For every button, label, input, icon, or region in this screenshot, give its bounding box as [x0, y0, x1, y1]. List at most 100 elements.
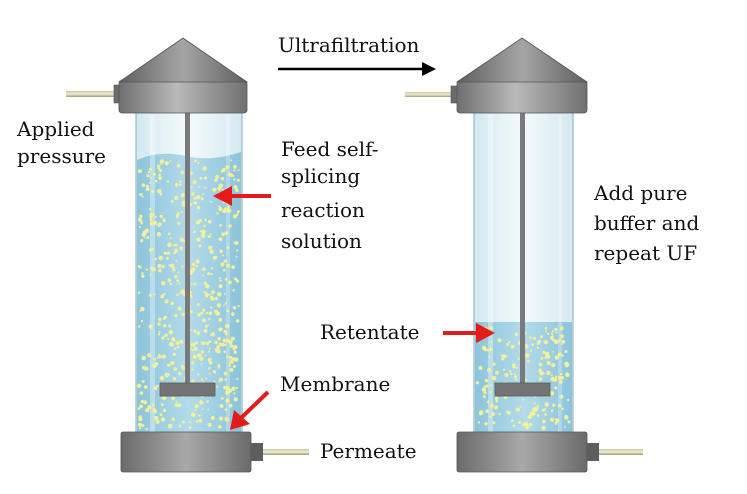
- particle: [191, 192, 195, 196]
- particle: [203, 224, 206, 228]
- particle: [181, 200, 186, 205]
- particle: [229, 359, 234, 364]
- particle: [207, 422, 212, 427]
- particle: [198, 414, 201, 417]
- particle: [487, 368, 492, 373]
- particle: [235, 188, 239, 193]
- particle: [171, 337, 176, 342]
- particle: [177, 403, 182, 408]
- permeate-label: Permeate: [320, 439, 417, 463]
- particle: [549, 417, 555, 423]
- particle: [153, 293, 156, 296]
- particle: [224, 408, 228, 411]
- particle: [174, 243, 178, 247]
- particle: [204, 324, 208, 328]
- particle: [566, 398, 570, 402]
- particle: [199, 353, 202, 357]
- particle: [193, 159, 198, 163]
- particle: [494, 370, 499, 375]
- particle: [188, 420, 192, 424]
- particle: [231, 265, 235, 269]
- particle: [513, 375, 518, 379]
- particle: [164, 372, 169, 378]
- particle: [207, 408, 210, 411]
- particle: [164, 315, 167, 319]
- particle: [218, 183, 224, 188]
- particle: [202, 274, 205, 277]
- feed-label-line1: Feed self-: [281, 137, 379, 161]
- particle: [225, 398, 230, 403]
- particle: [509, 370, 512, 373]
- particle: [479, 410, 484, 415]
- particle: [209, 249, 214, 254]
- particle: [544, 402, 549, 407]
- particle: [156, 232, 162, 237]
- particle: [561, 407, 564, 410]
- particle: [198, 418, 203, 423]
- particle: [201, 341, 206, 346]
- particle: [235, 319, 240, 323]
- particle: [138, 225, 142, 229]
- particle: [210, 306, 213, 309]
- particle: [224, 323, 230, 329]
- particle: [167, 337, 170, 340]
- particle: [176, 163, 181, 168]
- particle: [145, 184, 149, 188]
- particle: [231, 174, 235, 178]
- particle: [157, 333, 161, 336]
- particle: [538, 377, 543, 381]
- particle: [162, 335, 165, 339]
- particle: [208, 340, 212, 344]
- membrane-arrow: [230, 390, 270, 430]
- particle: [543, 407, 547, 411]
- particle: [191, 186, 193, 189]
- particle: [199, 356, 204, 361]
- particle: [564, 361, 569, 366]
- feed-label-line2: splicing: [281, 164, 361, 188]
- particle: [538, 362, 543, 367]
- particle: [167, 278, 172, 283]
- particle: [230, 336, 235, 341]
- particle: [156, 356, 159, 359]
- particle: [220, 327, 223, 330]
- pressure-inlet-tube: [66, 91, 118, 97]
- particle: [228, 388, 233, 393]
- particle: [512, 365, 516, 369]
- particle: [555, 375, 558, 378]
- particle: [190, 342, 195, 348]
- particle: [553, 339, 559, 345]
- particle: [156, 384, 159, 388]
- particle: [218, 284, 223, 289]
- particle: [226, 309, 230, 313]
- particle: [154, 257, 157, 261]
- particle: [220, 176, 225, 181]
- particle: [228, 362, 231, 365]
- feed-arrow: [213, 186, 271, 206]
- particle: [205, 311, 209, 315]
- particle: [222, 209, 227, 214]
- particle: [159, 214, 163, 219]
- membrane-label: Membrane: [280, 372, 391, 396]
- applied-pressure-label-line2: pressure: [17, 144, 107, 168]
- particle: [143, 385, 148, 389]
- particle: [212, 187, 217, 192]
- particle: [211, 267, 214, 270]
- particle: [554, 355, 559, 360]
- particle: [205, 284, 210, 289]
- particle: [141, 272, 144, 275]
- particle: [489, 403, 494, 408]
- particle: [486, 400, 490, 404]
- ultrafiltration-arrow: [278, 62, 436, 76]
- particle: [220, 262, 225, 267]
- particle: [481, 345, 487, 350]
- particle: [555, 331, 558, 334]
- particle: [176, 345, 180, 349]
- particle: [181, 312, 186, 317]
- particle: [139, 391, 144, 395]
- particle: [214, 255, 218, 260]
- particle: [214, 178, 218, 183]
- particle: [527, 359, 530, 363]
- particle: [531, 343, 535, 346]
- particle: [222, 338, 227, 343]
- particle: [202, 267, 206, 271]
